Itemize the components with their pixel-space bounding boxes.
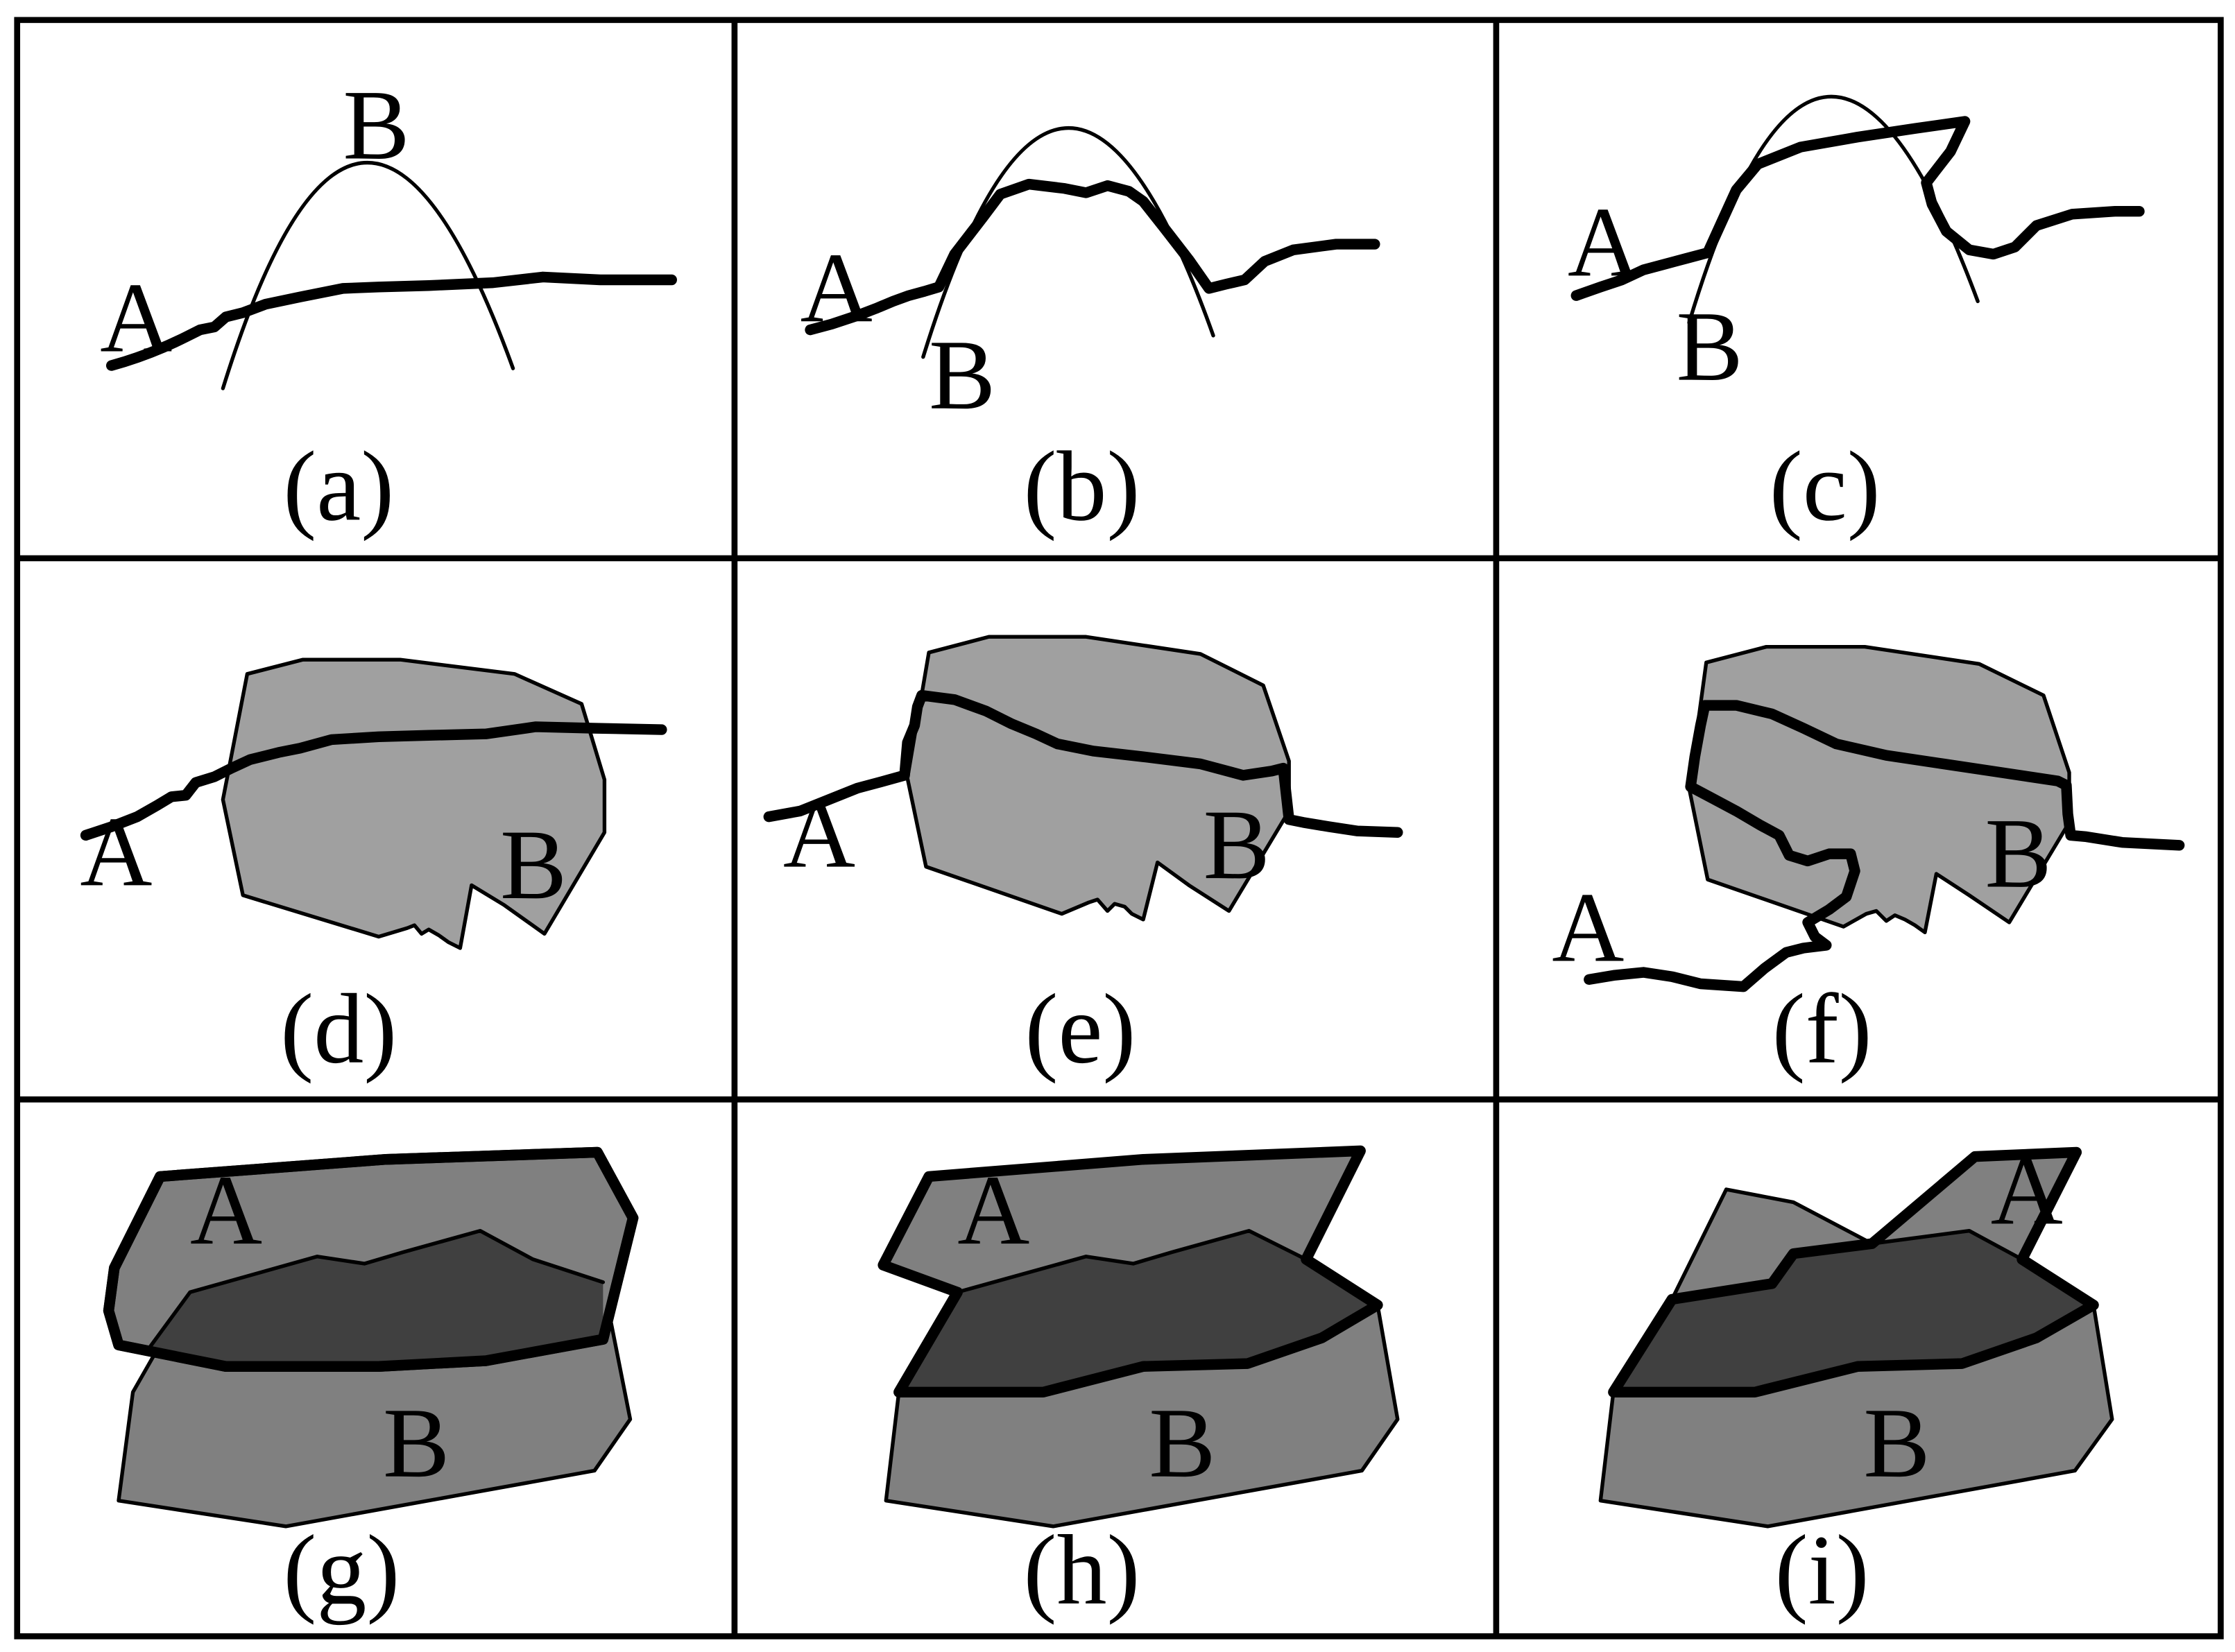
line-a (105, 271, 677, 371)
label-a: A (190, 1155, 262, 1266)
line-a (80, 721, 667, 841)
line-a (763, 689, 1403, 838)
label-b: B (1985, 799, 2051, 909)
label-b: B (1204, 790, 1270, 900)
region-a-outline (1608, 1146, 2099, 1398)
region-a (1672, 1152, 2077, 1300)
caption-c: (c) (1770, 431, 1881, 542)
caption-e: (e) (1025, 974, 1136, 1085)
panel-a: A B (a) (100, 71, 677, 542)
label-a: A (1568, 187, 1640, 298)
label-a: A (1552, 873, 1624, 983)
region-a (883, 1151, 1361, 1293)
panel-g: A B (g) (103, 1146, 639, 1626)
label-b: B (500, 810, 567, 920)
panel-b: A B (b) (800, 126, 1380, 542)
caption-h: (h) (1023, 1515, 1140, 1626)
panel-e: A B (e) (763, 635, 1403, 1085)
label-a: A (80, 797, 152, 907)
label-b: B (383, 1388, 449, 1499)
panel-c: A B (c) (1568, 94, 2145, 542)
label-a: A (957, 1155, 1029, 1266)
caption-a: (a) (283, 431, 394, 542)
label-b: B (1677, 292, 1743, 402)
line-a (805, 178, 1380, 336)
intersection-region (898, 1230, 1378, 1393)
line-a (1570, 116, 2145, 301)
region-b (905, 635, 1291, 922)
caption-d: (d) (280, 974, 397, 1085)
panel-f: A B (f) (1552, 644, 2185, 1085)
panel-d: A B (d) (80, 657, 667, 1085)
caption-g: (g) (283, 1515, 400, 1626)
intersection-region (1613, 1230, 2094, 1393)
region-b-outline-inside (145, 1228, 606, 1353)
label-b: B (1149, 1388, 1215, 1499)
label-b: B (929, 320, 995, 431)
intersection-region (147, 1230, 603, 1367)
label-a: A (1991, 1135, 2063, 1246)
panel-h: A B (h) (877, 1145, 1400, 1626)
caption-i: (i) (1775, 1515, 1869, 1626)
label-a: A (100, 263, 172, 373)
caption-b: (b) (1023, 431, 1140, 542)
region-b-outline-inside (1870, 1228, 2024, 1262)
label-b: B (343, 71, 409, 181)
panel-i: A B (i) (1598, 1135, 2114, 1626)
parabola-b (221, 161, 515, 390)
line-a (1584, 700, 2185, 992)
label-a: A (783, 779, 855, 889)
caption-f: (f) (1772, 974, 1872, 1085)
figure-outer-border (14, 17, 2224, 1640)
label-a: A (800, 233, 873, 343)
region-a-outline (103, 1146, 639, 1372)
label-b: B (1863, 1388, 1930, 1499)
panel-grid (14, 17, 2224, 1640)
region-b-outline-inside (955, 1228, 1308, 1294)
